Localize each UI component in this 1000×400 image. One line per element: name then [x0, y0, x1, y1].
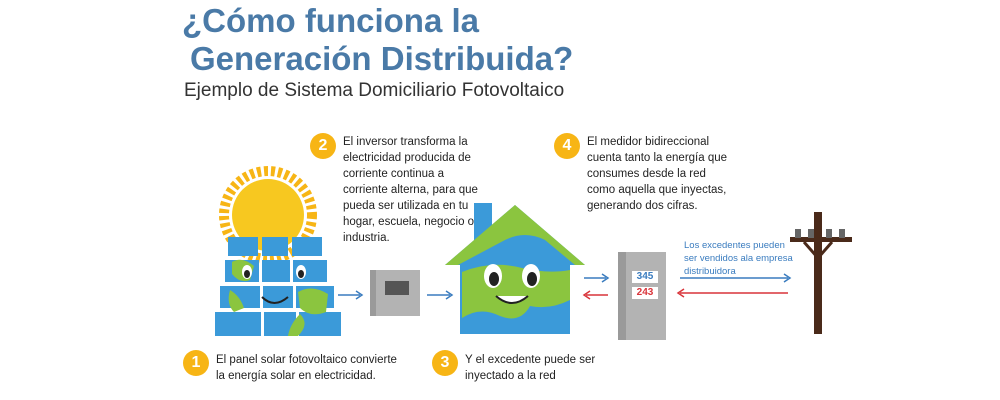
step-text-line: industria. — [343, 232, 390, 244]
step-text-line: El medidor bidireccional — [587, 136, 710, 148]
step-text-line: hogar, escuela, negocio o — [343, 216, 475, 228]
step-text-line: inyectado a la red — [465, 370, 556, 382]
step-text-line: pueda ser utilizada en tu — [343, 200, 469, 212]
step-1-text: El panel solar fotovoltaico convierte la… — [216, 352, 436, 384]
utility-pole-icon — [790, 212, 852, 334]
grid-note-line: ser vendidos ala empresa — [684, 253, 793, 264]
solar-panel-icon — [215, 237, 341, 336]
house-icon — [445, 203, 585, 334]
step-text-line: electricidad producida de — [343, 152, 471, 164]
step-3-number: 3 — [432, 350, 458, 376]
step-2-text: El inversor transforma la electricidad p… — [343, 134, 503, 246]
step-3-text: Y el excedente puede ser inyectado a la … — [465, 352, 625, 384]
step-text-line: cuenta tanto la energía que — [587, 152, 728, 164]
arrows-house-meter — [582, 273, 610, 300]
meter-reading-top: 345 — [632, 271, 658, 283]
arrow-inverter-to-house — [427, 290, 454, 300]
meter-reading-bottom: 243 — [632, 287, 658, 299]
grid-note-line: distribuidora — [684, 266, 736, 277]
step-4-text: El medidor bidireccional cuenta tanto la… — [587, 134, 747, 214]
step-1-number: 1 — [183, 350, 209, 376]
step-text-line: El panel solar fotovoltaico convierte — [216, 354, 397, 366]
step-text-line: corriente alterna, para que — [343, 184, 478, 196]
step-2-number: 2 — [310, 133, 336, 159]
title-line-1: ¿Cómo funciona la — [182, 2, 479, 39]
step-text-line: la energía solar en electricidad. — [216, 370, 376, 382]
grid-note: Los excedentes pueden ser vendidos ala e… — [684, 239, 794, 278]
step-text-line: Y el excedente puede ser — [465, 354, 596, 366]
step-text-line: El inversor transforma la — [343, 136, 468, 148]
step-text-line: consumes desde la red — [587, 168, 706, 180]
step-text-line: corriente continua a — [343, 168, 445, 180]
step-4-number: 4 — [554, 133, 580, 159]
arrow-panel-to-inverter — [338, 290, 364, 300]
step-text-line: generando dos cifras. — [587, 200, 698, 212]
inverter-icon — [370, 270, 420, 316]
sun-icon — [219, 166, 317, 264]
arrows-meter-grid — [676, 273, 792, 298]
title-line-2: Generación Distribuida? — [190, 40, 574, 77]
grid-note-line: Los excedentes pueden — [684, 240, 785, 251]
subtitle: Ejemplo de Sistema Domiciliario Fotovolt… — [184, 80, 565, 101]
step-text-line: como aquella que inyectas, — [587, 184, 727, 196]
